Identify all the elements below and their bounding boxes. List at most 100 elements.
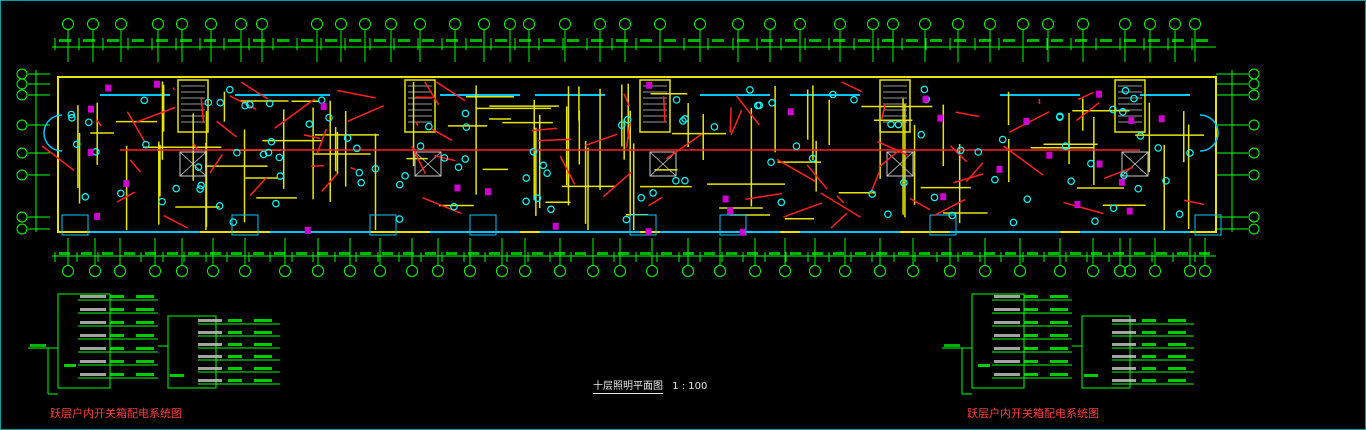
wiring-run: [878, 149, 900, 168]
light-fixture: [1136, 132, 1145, 140]
light-fixture: [216, 98, 225, 107]
left-system-sub-breaker-label: [198, 367, 222, 370]
left-system-cable-label: [136, 334, 154, 337]
axis-bubble-top: [449, 18, 461, 30]
elevator-cross: [886, 151, 914, 177]
left-system-circuit-label: [110, 360, 124, 363]
axis-bubble-top: [619, 18, 631, 30]
wiring-run: [662, 96, 666, 123]
axis-bubble-bottom: [279, 265, 291, 277]
wiring-run: [933, 198, 966, 217]
axis-bubble-bottom: [496, 265, 508, 277]
left-system-sub-cable-label: [254, 331, 272, 334]
light-fixture: [746, 86, 754, 94]
left-system-cable-label: [136, 321, 154, 324]
light-fixture: [868, 190, 877, 198]
right-system-sub-circuit-label: [1142, 343, 1156, 346]
left-system-breaker-label: [80, 295, 106, 298]
right-system-cable-label: [1050, 360, 1068, 363]
light-fixture: [768, 98, 776, 107]
switch-box: [646, 81, 653, 89]
bottom-dimension-text: [167, 252, 178, 255]
axis-bubble-bottom: [907, 265, 919, 277]
bottom-dimension-text: [898, 252, 909, 255]
right-system-circuit-label: [1024, 321, 1038, 324]
light-fixture: [142, 140, 150, 149]
axis-bubble-top: [654, 18, 666, 30]
wiring-run: [1077, 91, 1094, 101]
axis-bubble-bottom: [614, 265, 626, 277]
bottom-dimension-text: [1070, 252, 1081, 255]
light-fixture: [197, 181, 205, 190]
light-fixture: [194, 163, 203, 171]
wiring-run: [666, 133, 703, 160]
switch-box: [1158, 115, 1165, 123]
axis-bubble-bottom: [1014, 265, 1026, 277]
axis-bubble-top: [887, 18, 899, 30]
switch-box: [940, 193, 947, 201]
axis-bubble-top: [1189, 18, 1201, 30]
right-system-rcd-label: [1084, 374, 1098, 377]
bottom-dimension-text: [124, 252, 135, 255]
light-fixture: [777, 198, 786, 207]
axis-bubble-bottom: [979, 265, 991, 277]
wiring-run: [623, 93, 630, 107]
right-system-sub-cable-label: [1168, 379, 1186, 382]
right-system-cable-label: [1050, 321, 1068, 324]
wiring-run: [870, 172, 880, 194]
wiring-run: [730, 110, 743, 136]
bottom-dimension-text: [726, 252, 737, 255]
elevator-cross: [649, 151, 677, 177]
axis-bubble-bottom: [1124, 265, 1136, 277]
right-system-sub-cable-label: [1168, 331, 1186, 334]
drawing-scale: 1 : 100: [672, 381, 708, 392]
top-dimension-text: [398, 39, 410, 42]
top-dimension-text: [640, 39, 652, 42]
bottom-dimension-text: [1091, 252, 1102, 255]
axis-bubble-right: [1248, 68, 1260, 80]
light-fixture: [196, 185, 204, 193]
right-system-cable-label: [1050, 308, 1068, 311]
left-system-breaker-label: [80, 334, 106, 337]
axis-bubble-bottom: [1087, 265, 1099, 277]
axis-bubble-right: [1248, 223, 1260, 235]
right-system-breaker-label: [994, 360, 1020, 363]
wiring-run: [841, 81, 863, 93]
axis-bubble-left: [16, 211, 28, 223]
wiring-run: [559, 155, 576, 185]
top-dimension-text: [446, 39, 458, 42]
left-system-sub-circuit-label: [228, 355, 242, 358]
axis-bubble-bottom: [89, 265, 101, 277]
axis-bubble-bottom: [239, 265, 251, 277]
axis-bubble-bottom: [714, 265, 726, 277]
wiring-run: [274, 98, 315, 129]
light-fixture: [850, 95, 858, 104]
axis-bubble-bottom: [519, 265, 531, 277]
wiring-run: [347, 104, 385, 122]
bottom-dimension-text: [425, 252, 436, 255]
right-system-circuit-label: [1024, 308, 1038, 311]
axis-bubble-bottom: [149, 265, 161, 277]
wiring-run: [602, 171, 632, 198]
axis-bubble-left: [16, 223, 28, 235]
right-system-sub-breaker-label: [1112, 355, 1136, 358]
light-fixture: [522, 197, 530, 206]
left-system-breaker-label: [80, 373, 106, 376]
axis-bubble-bottom: [176, 265, 188, 277]
top-dimension-text: [204, 39, 216, 42]
top-dimension-text: [858, 39, 870, 42]
right-system-sub-circuit-label: [1142, 331, 1156, 334]
axis-bubble-bottom: [874, 265, 886, 277]
right-system-circuit-label: [1024, 373, 1038, 376]
axis-bubble-top: [694, 18, 706, 30]
light-fixture: [1055, 113, 1064, 122]
light-fixture: [679, 117, 687, 125]
light-fixture: [225, 85, 234, 94]
light-fixture: [81, 193, 90, 201]
top-dimension-text: [785, 39, 797, 42]
axis-bubble-bottom: [779, 265, 791, 277]
left-system-cable-label: [136, 360, 154, 363]
axis-bubble-bottom: [646, 265, 658, 277]
bottom-dimension-text: [231, 252, 242, 255]
left-system-breaker-label: [80, 308, 106, 311]
